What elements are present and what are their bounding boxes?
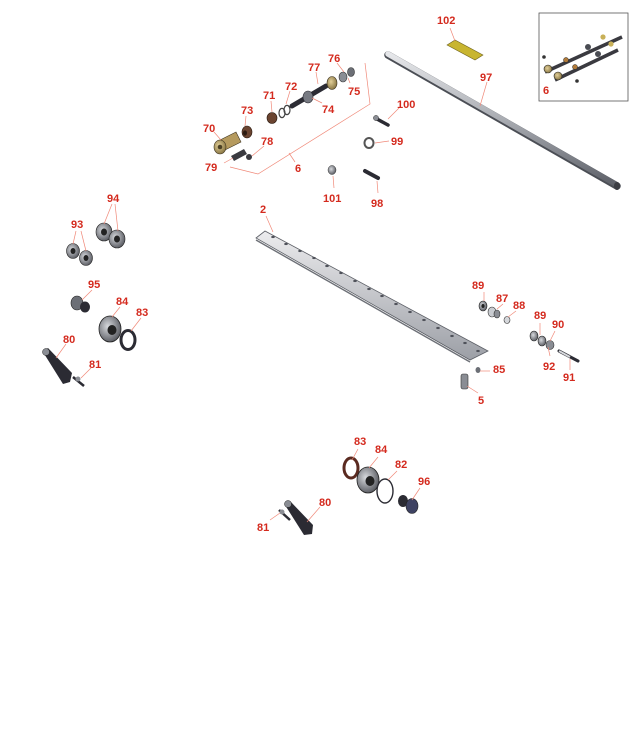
part-98-bolt bbox=[363, 169, 380, 194]
inset-reel-bearing-assembly bbox=[542, 34, 623, 83]
part-71-nut bbox=[266, 100, 278, 124]
callout-77: 77 bbox=[308, 62, 320, 74]
part-72-washers bbox=[278, 90, 291, 119]
part-83-84-left-seal-bearing bbox=[98, 306, 142, 351]
callout-81-left: 81 bbox=[89, 359, 101, 371]
part-93-94-bearings bbox=[66, 203, 126, 266]
callout-84-left: 84 bbox=[116, 296, 129, 308]
callout-labels: 2 5 6 70 71 72 73 74 75 76 77 78 79 80 8… bbox=[63, 15, 575, 534]
callout-94: 94 bbox=[107, 193, 120, 205]
callout-91: 91 bbox=[563, 372, 575, 384]
part-100-bolt bbox=[373, 107, 400, 127]
callout-95: 95 bbox=[88, 279, 100, 291]
callout-100: 100 bbox=[397, 99, 415, 111]
callout-81-bottom: 81 bbox=[257, 522, 269, 534]
callout-101: 101 bbox=[323, 193, 341, 205]
part-80-81-left-arm bbox=[42, 343, 92, 387]
callout-85: 85 bbox=[493, 364, 505, 376]
callout-97: 97 bbox=[480, 72, 492, 84]
callout-87: 87 bbox=[496, 293, 508, 305]
part-80-81-bottom-arm bbox=[269, 500, 321, 535]
callout-90: 90 bbox=[552, 319, 564, 331]
callout-2: 2 bbox=[260, 204, 266, 216]
callout-89-top: 89 bbox=[472, 280, 484, 292]
callout-93: 93 bbox=[71, 219, 83, 231]
callout-73: 73 bbox=[241, 105, 253, 117]
part-6-reel-assembly bbox=[213, 62, 371, 175]
callout-76: 76 bbox=[328, 53, 340, 65]
callout-80-left: 80 bbox=[63, 334, 75, 346]
callout-74: 74 bbox=[322, 104, 335, 116]
part-95-nut bbox=[70, 289, 93, 313]
callout-99: 99 bbox=[391, 136, 403, 148]
part-2-bedknife bbox=[255, 215, 489, 363]
part-right-side-hardware bbox=[460, 292, 580, 394]
callout-79: 79 bbox=[205, 162, 217, 174]
callout-84-bottom: 84 bbox=[375, 444, 388, 456]
part-102-plate bbox=[446, 27, 484, 61]
callout-88: 88 bbox=[513, 300, 525, 312]
callout-102: 102 bbox=[437, 15, 455, 27]
callout-98: 98 bbox=[371, 198, 383, 210]
part-70-bearing-housing bbox=[213, 131, 242, 155]
inset-detail-box: 6 bbox=[538, 12, 629, 102]
callout-83-left: 83 bbox=[136, 307, 148, 319]
callout-5: 5 bbox=[478, 395, 484, 407]
callout-70: 70 bbox=[203, 123, 215, 135]
callout-82: 82 bbox=[395, 459, 407, 471]
part-bottom-seal-bearing-assembly bbox=[342, 448, 421, 514]
callout-89-lower: 89 bbox=[534, 310, 546, 322]
part-99-washer bbox=[363, 137, 390, 149]
part-101-nut bbox=[327, 165, 337, 189]
callout-92: 92 bbox=[543, 361, 555, 373]
part-77-bearing bbox=[315, 71, 319, 85]
callout-72: 72 bbox=[285, 81, 297, 93]
callout-78: 78 bbox=[261, 136, 273, 148]
part-73-nut bbox=[241, 115, 253, 139]
part-74-shaft bbox=[289, 83, 329, 109]
callout-96: 96 bbox=[418, 476, 430, 488]
callout-80-bottom: 80 bbox=[319, 497, 331, 509]
part-75-76-seals bbox=[326, 62, 355, 90]
inset-callout-6: 6 bbox=[543, 85, 549, 97]
callout-71: 71 bbox=[263, 90, 275, 102]
part-97-shaft bbox=[384, 51, 621, 190]
callout-6: 6 bbox=[295, 163, 301, 175]
callout-83-bottom: 83 bbox=[354, 436, 366, 448]
callout-75: 75 bbox=[348, 86, 360, 98]
part-78-79-fasteners bbox=[223, 145, 265, 164]
